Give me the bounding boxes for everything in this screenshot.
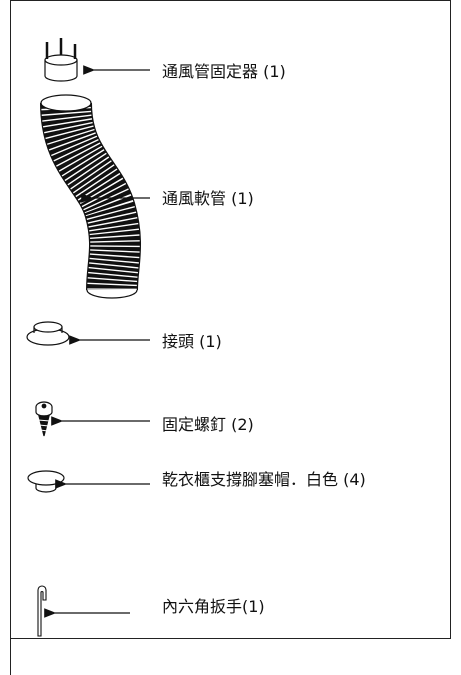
frame-bottom-border (10, 638, 451, 639)
part-label-duct-clamp: 通風管固定器 (1) (162, 62, 286, 81)
frame-right-border (450, 0, 451, 639)
screw-icon (35, 401, 53, 437)
duct-clamp-icon (44, 38, 78, 82)
part-label-hex-key: 內六角扳手(1) (162, 597, 265, 616)
part-label-foot-cap: 乾衣櫃支撐腳塞帽．白色 (4) (162, 470, 366, 489)
connector-ring-icon (26, 321, 70, 346)
frame-left-border (10, 0, 11, 675)
hex-key-icon (37, 585, 47, 637)
part-label-connector: 接頭 (1) (162, 332, 222, 351)
flexible-duct-hose-icon (40, 94, 142, 299)
part-label-screw: 固定螺釘 (2) (162, 415, 254, 434)
part-label-flexible-duct: 通風軟管 (1) (162, 189, 254, 208)
foot-cap-icon (27, 470, 65, 493)
frame-top-border (10, 0, 451, 1)
